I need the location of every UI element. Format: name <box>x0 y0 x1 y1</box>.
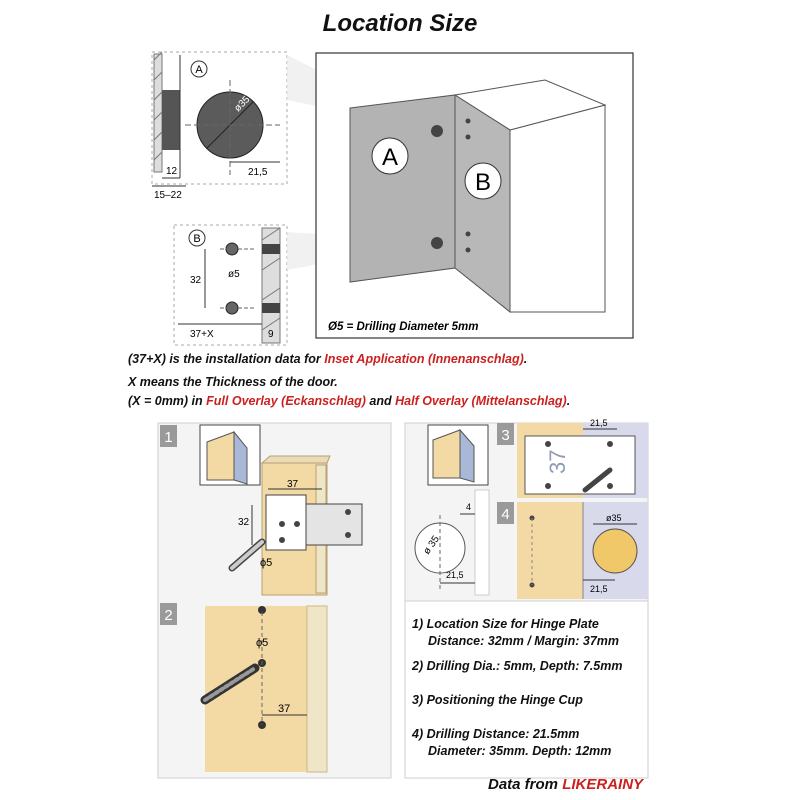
detail-b-dim-9: 9 <box>268 329 274 340</box>
note-line-3: (X = 0mm) in Full Overlay (Eckanschlag) … <box>128 394 571 408</box>
brand-name: LIKERAINY <box>562 776 644 793</box>
detail-b: 32 ø5 B 37+X 9 <box>173 224 288 346</box>
detail-b-dim-37x: 37+X <box>190 329 214 340</box>
panel-4-dim-35: ø35 <box>606 513 622 523</box>
detail-a-label: A <box>195 64 203 76</box>
steps-list: 1) Location Size for Hinge Plate Distanc… <box>412 616 622 760</box>
panel-2-dim-37: 37 <box>278 703 290 715</box>
detail-a-dim-12: 12 <box>166 166 178 177</box>
detail-a-dim-21-5: 21,5 <box>248 167 268 178</box>
cup-dim-21-5: 21,5 <box>446 570 464 580</box>
panel-3-number: 3 <box>501 427 509 444</box>
note-line-1: (37+X) is the installation data for Inse… <box>128 352 528 366</box>
detail-b-dim-5: ø5 <box>228 269 240 280</box>
step-4: 4) Drilling Distance: 21.5mm Diameter: 3… <box>412 727 612 758</box>
cup-dim-4: 4 <box>466 502 471 512</box>
detail-b-label: B <box>193 233 200 245</box>
panel-2-dim-5: ϕ5 <box>256 637 268 649</box>
panel-1-number: 1 <box>164 429 172 446</box>
panel-2-number: 2 <box>164 607 172 624</box>
cup-position-diagram: ø 35 4 21,5 <box>414 424 490 596</box>
panel-1-dim-37: 37 <box>287 479 299 490</box>
drilling-diameter-caption: Ø5 = Drilling Diameter 5mm <box>328 321 479 333</box>
cabinet-illustration: A B <box>349 79 607 314</box>
step-1: 1) Location Size for Hinge Plate Distanc… <box>412 617 620 648</box>
top-diagram: A ø35 21,5 12 15–22 32 ø5 B 37+X 9 <box>151 51 634 346</box>
panel-2: 2 37 ϕ5 <box>160 603 328 773</box>
panel-3-dim-37: 37 <box>545 450 570 474</box>
page-title: Location Size <box>322 10 478 37</box>
panel-4-number: 4 <box>501 506 509 523</box>
panel-4: 4 ø35 21,5 <box>497 502 648 599</box>
panel-3: 3 37 21,5 <box>497 418 648 498</box>
panel-3-dim-21-5: 21,5 <box>590 418 608 428</box>
panel-1-dim-5: ϕ5 <box>260 557 272 569</box>
detail-a: A ø35 21,5 12 15–22 <box>151 51 288 201</box>
detail-a-dim-15-22: 15–22 <box>154 190 182 201</box>
data-credit: Data from LIKERAINY <box>488 776 644 793</box>
panel-1: 1 37 32 ϕ5 <box>160 424 363 596</box>
cabinet-label-a: A <box>382 144 398 171</box>
detail-b-dim-32: 32 <box>190 275 202 286</box>
step-2: 2) Drilling Dia.: 5mm, Depth: 7.5mm <box>412 659 623 673</box>
panel-1-dim-32: 32 <box>238 517 250 528</box>
note-line-2: X means the Thickness of the door. <box>128 375 338 389</box>
cabinet-label-b: B <box>475 169 491 196</box>
step-3: 3) Positioning the Hinge Cup <box>412 693 583 707</box>
panel-4-dim-21-5: 21,5 <box>590 584 608 594</box>
